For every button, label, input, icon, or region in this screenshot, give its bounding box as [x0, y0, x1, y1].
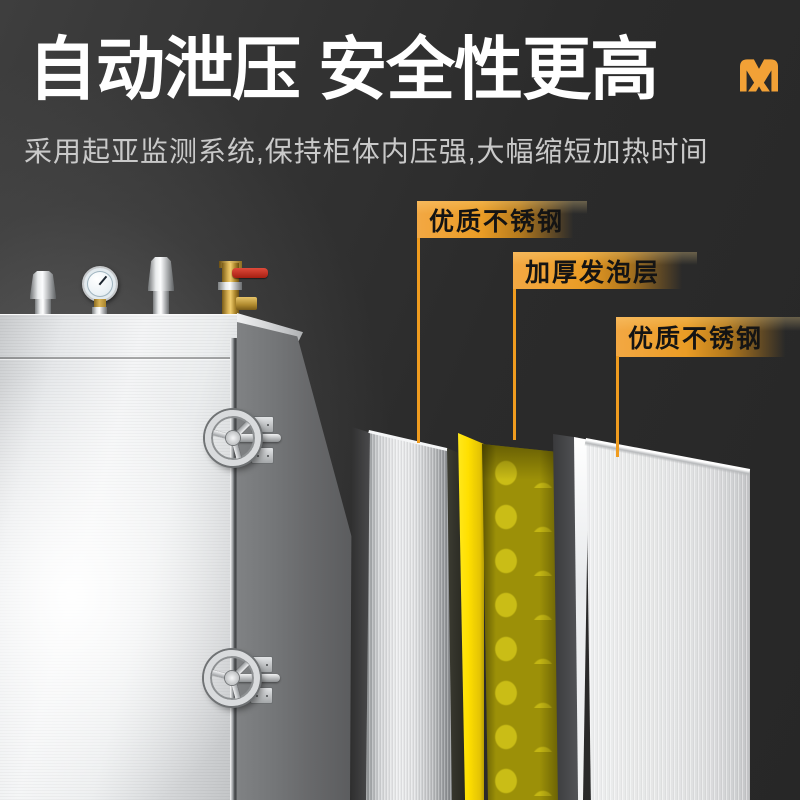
outer-steel-panel-shadow-edge [350, 427, 370, 800]
brass-ball-valve [206, 261, 268, 318]
wheel-ring [205, 410, 261, 466]
cabinet-side-face [237, 322, 353, 800]
cabinet-door-seam-horizontal [0, 357, 236, 359]
valve-collar [218, 282, 242, 290]
foam-layer-panel [482, 444, 560, 800]
callout-text: 优质不锈钢 [429, 207, 565, 236]
callout-label-foam-layer: 加厚发泡层 [513, 252, 697, 289]
gauge-brass-fitting [94, 299, 106, 308]
nozzle-stem [152, 291, 170, 318]
cabinet-door-seam-vertical [230, 338, 237, 800]
page-title: 自动泄压 安全性更高 [28, 31, 659, 108]
pressure-gauge [82, 266, 118, 318]
callout-line-outer-steel [417, 238, 420, 443]
outer-steel-panel [366, 431, 459, 800]
wheel-hub [226, 431, 240, 445]
valve-red-lever [232, 268, 268, 278]
steam-nozzle-left [30, 271, 56, 318]
callout-label-outer-steel: 优质不锈钢 [417, 201, 587, 238]
callout-label-inner-steel: 优质不锈钢 [616, 317, 800, 357]
door-handwheel-top [205, 409, 285, 469]
wheel-ring [204, 650, 260, 706]
callout-text: 优质不锈钢 [628, 325, 764, 353]
door-handwheel-bottom [204, 649, 284, 709]
callout-text: 加厚发泡层 [525, 258, 661, 287]
valve-outlet [236, 297, 257, 310]
brand-m-logo-icon [740, 59, 778, 92]
wheel-hub [225, 671, 239, 685]
page-subtitle: 采用起亚监测系统,保持柜体内压强,大幅缩短加热时间 [24, 136, 709, 167]
nozzle-cone [30, 271, 56, 299]
cabinet-front-face [0, 315, 237, 800]
nozzle-cone [148, 257, 174, 291]
callout-line-foam-layer [513, 289, 516, 440]
gauge-stem [92, 307, 107, 318]
nozzle-stem [34, 299, 52, 318]
steam-nozzle-right [148, 257, 174, 318]
callout-line-inner-steel [616, 356, 619, 457]
inner-steel-panel [586, 439, 750, 800]
